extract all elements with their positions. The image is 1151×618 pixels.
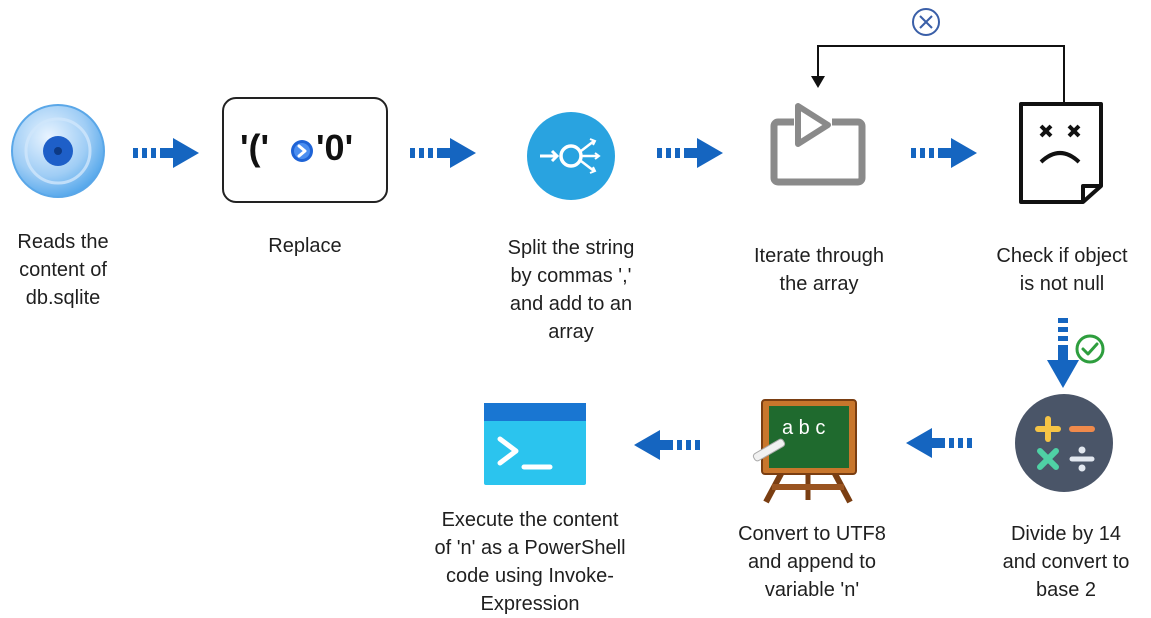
replace-from-text: '(' (240, 127, 270, 168)
loop-back-connector (811, 45, 1065, 102)
dashed-arrow-right-icon (410, 138, 476, 168)
check-circle-icon (1075, 334, 1105, 364)
dashed-arrow-down-icon (1047, 318, 1079, 388)
chalkboard-abc-icon: a b c (752, 399, 857, 504)
sad-document-icon (1019, 102, 1103, 204)
loop-icon (770, 103, 866, 186)
calculator-icon (1015, 394, 1113, 492)
disc-icon (11, 104, 105, 198)
replace-to-text: '0' (316, 127, 354, 168)
replace-arrow-icon (291, 140, 313, 162)
dashed-arrow-left-icon (906, 428, 972, 458)
execute-step-label: Execute the content of 'n' as a PowerShe… (434, 509, 626, 615)
split-step-label: Split the string by commas ',' and add t… (507, 237, 635, 343)
replace-step-label: Replace (268, 235, 342, 257)
dashed-arrow-left-icon (634, 430, 700, 460)
iterate-step-label: Iterate through the array (753, 245, 885, 295)
read-step-label: Reads the content of db.sqlite (17, 231, 109, 309)
replace-box: '(' '0' (222, 97, 388, 203)
dashed-arrow-right-icon (657, 138, 723, 168)
convert-step-label: Convert to UTF8 and append to variable '… (738, 523, 886, 601)
divide-step-label: Divide by 14 and convert to base 2 (1002, 523, 1130, 601)
check-step-label: Check if object is not null (996, 245, 1128, 295)
cross-circle-icon (912, 8, 940, 36)
dashed-arrow-right-icon (911, 138, 977, 168)
terminal-icon (484, 403, 586, 485)
split-icon (527, 112, 615, 200)
dashed-arrow-right-icon (133, 138, 199, 168)
chalkboard-text: a b c (782, 417, 825, 439)
